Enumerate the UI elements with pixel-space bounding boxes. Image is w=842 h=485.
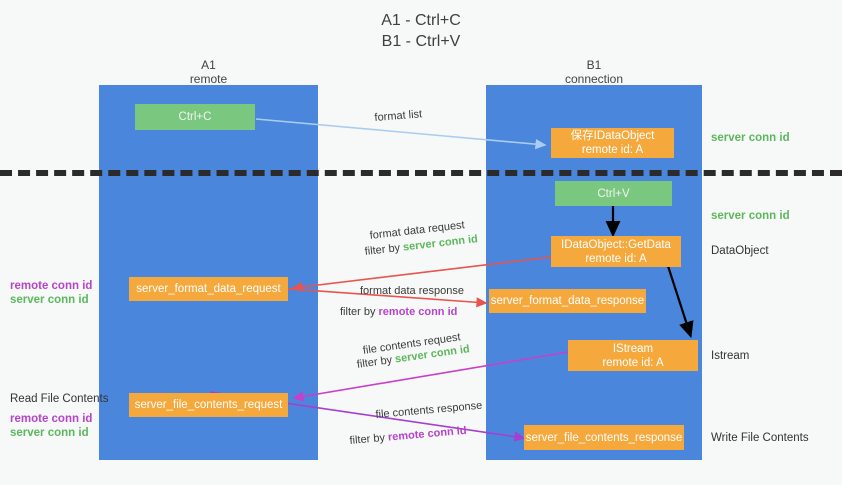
box-save-idataobject-line1: 保存IDataObject bbox=[570, 130, 655, 142]
arrow-format-list bbox=[255, 118, 547, 150]
label-remote-conn-id-1: remote conn id bbox=[10, 280, 93, 292]
column-a1-name: A1 bbox=[201, 58, 216, 72]
phase-divider bbox=[0, 170, 842, 176]
filter-by-4-prefix: filter by bbox=[349, 431, 389, 447]
label-server-conn-id-mid: server conn id bbox=[711, 210, 790, 222]
box-server-file-contents-response-label: server_file_contents_response bbox=[525, 431, 683, 444]
box-ctrl-c[interactable]: Ctrl+C bbox=[135, 104, 255, 130]
box-save-idataobject[interactable]: 保存IDataObject remote id: A bbox=[551, 128, 674, 158]
edge-label-filter-by-2: filter by remote conn id bbox=[340, 305, 457, 319]
arrow-format-data-request bbox=[291, 256, 552, 292]
box-server-format-data-response[interactable]: server_format_data_response bbox=[489, 289, 646, 313]
column-b1-name: B1 bbox=[586, 58, 602, 72]
box-ctrl-v[interactable]: Ctrl+V bbox=[555, 181, 672, 206]
box-idataobject-getdata[interactable]: IDataObject::GetData remote id: A bbox=[551, 236, 681, 267]
box-server-file-contents-request-label: server_file_contents_request bbox=[134, 399, 283, 411]
label-write-file-contents: Write File Contents bbox=[711, 432, 809, 444]
box-istream-line1: IStream bbox=[612, 342, 654, 355]
arrow-file-contents-request bbox=[292, 351, 569, 402]
filter-by-2-prefix: filter by bbox=[340, 306, 379, 318]
column-b1-sub: connection bbox=[564, 72, 624, 86]
box-istream-line2: remote id: A bbox=[602, 356, 664, 369]
column-header-a1: A1 remote bbox=[99, 58, 318, 86]
label-server-conn-id-top: server conn id bbox=[711, 132, 790, 144]
diagram-title: A1 - Ctrl+C B1 - Ctrl+V bbox=[0, 10, 842, 52]
box-ctrl-v-label: Ctrl+V bbox=[597, 187, 630, 200]
box-server-file-contents-request[interactable]: server_file_contents_request bbox=[129, 393, 288, 417]
box-server-format-data-response-label: server_format_data_response bbox=[490, 295, 645, 307]
label-istream: Istream bbox=[711, 350, 750, 362]
column-header-b1: B1 connection bbox=[486, 58, 702, 86]
title-line-2: B1 - Ctrl+V bbox=[381, 33, 461, 50]
box-server-format-data-request[interactable]: server_format_data_request bbox=[129, 277, 288, 301]
arrow-getdata-to-istream bbox=[666, 265, 694, 339]
title-line-1: A1 - Ctrl+C bbox=[381, 12, 461, 29]
box-istream[interactable]: IStream remote id: A bbox=[568, 340, 698, 371]
box-ctrl-c-label: Ctrl+C bbox=[178, 111, 212, 123]
edge-label-format-data-response: format data response bbox=[360, 285, 464, 297]
label-dataobject: DataObject bbox=[711, 245, 769, 257]
box-server-file-contents-response[interactable]: server_file_contents_response bbox=[524, 425, 684, 450]
label-server-conn-id-2: server conn id bbox=[10, 427, 89, 439]
label-read-file-contents: Read File Contents bbox=[10, 393, 109, 405]
box-getdata-line1: IDataObject::GetData bbox=[561, 238, 671, 251]
column-a1-sub: remote bbox=[189, 72, 228, 86]
box-save-idataobject-line2: remote id: A bbox=[581, 144, 644, 156]
label-server-conn-id-1: server conn id bbox=[10, 294, 89, 306]
box-server-format-data-request-label: server_format_data_request bbox=[136, 283, 281, 295]
box-getdata-line2: remote id: A bbox=[585, 252, 647, 265]
filter-by-2-value: remote conn id bbox=[378, 306, 458, 318]
label-remote-conn-id-2: remote conn id bbox=[10, 413, 93, 425]
